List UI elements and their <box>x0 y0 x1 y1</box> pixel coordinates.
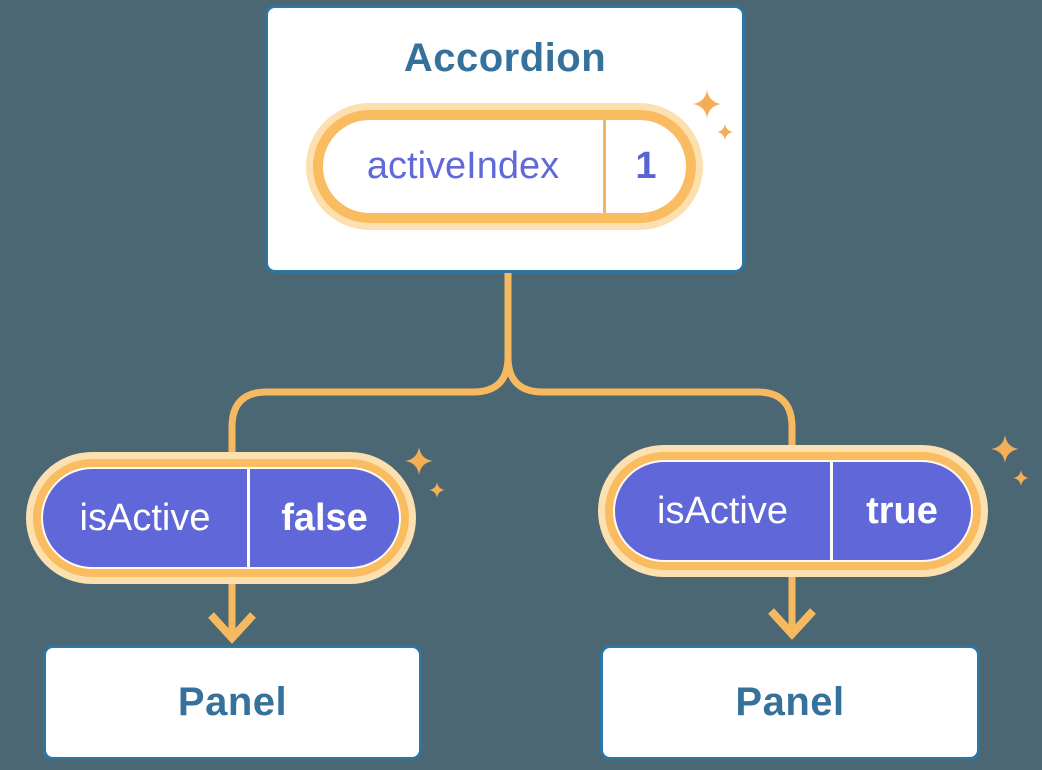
state-name: activeIndex <box>366 145 560 187</box>
state-pill-divider <box>603 120 606 213</box>
sparkle-icon <box>405 447 433 475</box>
prop-pill-body: isActive false <box>43 469 399 567</box>
prop-pill-divider <box>830 462 833 560</box>
prop-pill-isactive-false: isActive false <box>33 459 409 577</box>
arrowhead-right-icon <box>768 608 816 640</box>
sparkle-icon <box>991 435 1019 463</box>
prop-value: true <box>866 489 938 532</box>
panel-card-right: Panel <box>600 645 980 760</box>
prop-value: false <box>281 496 368 539</box>
accordion-title: Accordion <box>403 36 607 80</box>
panel-label: Panel <box>177 680 288 724</box>
sparkle-icon <box>1013 470 1029 486</box>
state-value: 1 <box>635 145 657 187</box>
panel-label: Panel <box>735 680 845 724</box>
panel-card-left: Panel <box>43 645 422 760</box>
prop-name: isActive <box>79 496 211 539</box>
prop-pill-isactive-true: isActive true <box>605 452 981 570</box>
sparkle-icon <box>429 482 445 498</box>
arrowhead-left-icon <box>208 612 256 644</box>
prop-pill-body: isActive true <box>615 462 971 560</box>
accordion-card: Accordion activeIndex 1 <box>265 5 745 273</box>
state-pill: activeIndex 1 <box>313 110 696 223</box>
prop-name: isActive <box>657 489 788 532</box>
state-pill-body: activeIndex 1 <box>323 120 686 213</box>
